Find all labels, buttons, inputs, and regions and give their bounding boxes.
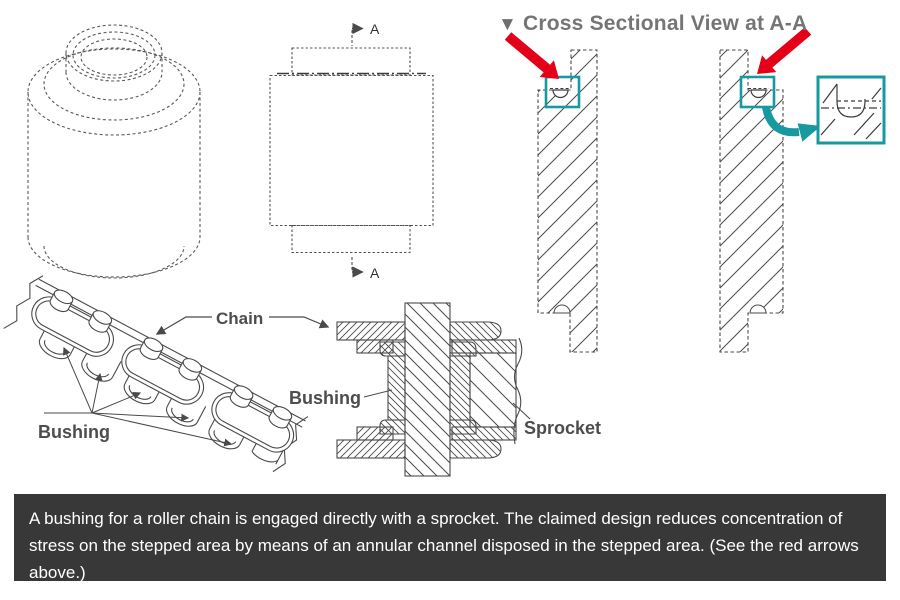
bushing-assembly-label: Bushing	[289, 388, 361, 408]
sprocket-label: Sprocket	[524, 418, 601, 438]
bushing-chain-label: Bushing	[38, 422, 110, 442]
section-right-wall	[719, 49, 784, 353]
sprocket-assembly-figure: Bushing Sprocket	[289, 302, 601, 477]
chain-link-plates	[31, 296, 295, 453]
section-marker-bottom: A	[351, 257, 380, 281]
isometric-bushing-view	[27, 24, 201, 279]
sprocket-leader-line	[512, 402, 531, 420]
triangle-marker-icon: ▼	[498, 14, 518, 35]
caption-bar: A bushing for a roller chain is engaged …	[14, 494, 886, 582]
caption-text: A bushing for a roller chain is engaged …	[29, 509, 859, 582]
assembly-bushing	[379, 341, 477, 435]
section-marker-top: A	[351, 21, 380, 46]
section-letter-bottom: A	[370, 265, 380, 281]
red-arrow-left-icon	[504, 32, 559, 79]
bushing-leader-line	[363, 389, 393, 398]
bushing-pointer-lines	[44, 346, 233, 447]
annular-channel-right	[748, 88, 769, 99]
red-arrow-right-icon	[757, 27, 812, 74]
front-view: A A	[269, 21, 434, 281]
bottom-fillet-right	[749, 304, 767, 314]
cross-section-title-text: Cross Sectional View at A-A	[523, 12, 808, 35]
highlight-box-right	[739, 75, 776, 109]
section-left-wall	[537, 49, 598, 353]
annular-channel-left	[550, 88, 571, 99]
channel-detail-box	[816, 75, 886, 145]
cross-section-view	[504, 27, 886, 353]
roller-chain-figure: Bushing Chain	[3, 275, 330, 473]
chain-label: Chain	[216, 309, 263, 328]
chain-pins	[49, 289, 293, 429]
cross-section-title: ▼Cross Sectional View at A-A	[498, 12, 807, 36]
section-letter-top: A	[370, 21, 380, 37]
highlight-box-left	[544, 75, 581, 109]
bottom-fillet-left	[553, 304, 571, 314]
chain-pointer-lines	[155, 316, 330, 335]
teal-curved-arrow-icon	[762, 106, 821, 142]
assembly-pin	[404, 302, 451, 477]
